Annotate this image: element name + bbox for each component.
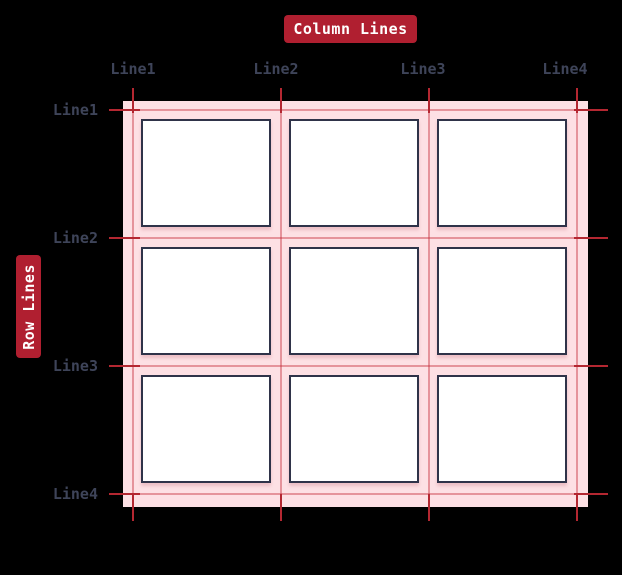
row-line-label-3: Line3: [52, 357, 98, 375]
tick-row-line-4-left: [109, 493, 140, 495]
tick-column-line-3-top: [428, 88, 430, 113]
column-line-2: [280, 101, 282, 507]
row-line-3: [123, 365, 588, 367]
row-line-4: [123, 493, 588, 495]
row-lines-badge: Row Lines: [16, 255, 41, 358]
grid-cell: [437, 375, 567, 483]
tick-column-line-2-top: [280, 88, 282, 113]
tick-row-line-3-left: [109, 365, 140, 367]
row-lines-badge-label: Row Lines: [19, 263, 38, 350]
grid-container: [123, 101, 588, 507]
column-line-label-2: Line2: [253, 60, 299, 78]
row-line-2: [123, 237, 588, 239]
tick-column-line-4-bottom: [576, 494, 578, 521]
row-line-1: [123, 109, 588, 111]
grid-cell: [289, 119, 419, 227]
tick-row-line-4-right: [574, 493, 608, 495]
grid-cell: [437, 119, 567, 227]
tick-row-line-1-right: [574, 109, 608, 111]
tick-row-line-2-left: [109, 237, 140, 239]
tick-column-line-1-top: [132, 88, 134, 113]
column-line-label-4: Line4: [542, 60, 588, 78]
tick-row-line-3-right: [574, 365, 608, 367]
grid-cell: [289, 247, 419, 355]
column-line-label-1: Line1: [110, 60, 156, 78]
column-line-label-3: Line3: [400, 60, 446, 78]
column-line-4: [576, 101, 578, 507]
column-line-1: [132, 101, 134, 507]
row-line-label-4: Line4: [52, 485, 98, 503]
column-line-3: [428, 101, 430, 507]
grid-cell: [289, 375, 419, 483]
row-line-label-1: Line1: [52, 101, 98, 119]
grid-cell: [141, 247, 271, 355]
tick-row-line-1-left: [109, 109, 140, 111]
column-lines-badge: Column Lines: [284, 15, 417, 43]
grid-cell: [437, 247, 567, 355]
tick-column-line-1-bottom: [132, 494, 134, 521]
tick-column-line-3-bottom: [428, 494, 430, 521]
grid-cell: [141, 119, 271, 227]
tick-row-line-2-right: [574, 237, 608, 239]
tick-column-line-2-bottom: [280, 494, 282, 521]
grid-cell: [141, 375, 271, 483]
tick-column-line-4-top: [576, 88, 578, 113]
row-line-label-2: Line2: [52, 229, 98, 247]
